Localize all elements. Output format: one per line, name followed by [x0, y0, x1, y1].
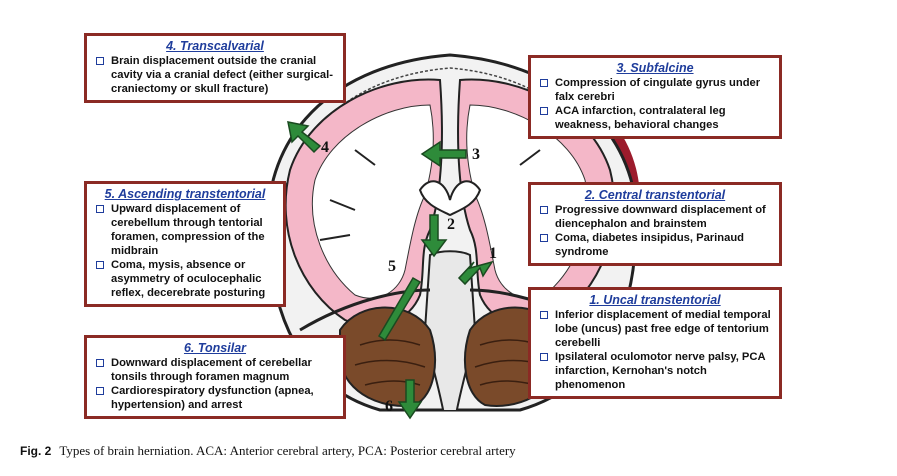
uncal-item-1: Inferior displacement of medial temporal…: [539, 308, 771, 350]
subfalcine-item-1: Compression of cingulate gyrus under fal…: [539, 76, 771, 104]
arrow-5: [377, 276, 422, 342]
label-5: 5: [388, 258, 396, 275]
uncal-item-2: Ipsilateral oculomotor nerve palsy, PCA …: [539, 350, 771, 392]
tonsilar-title: 6. Tonsilar: [183, 341, 247, 355]
subfalcine-item-2: ACA infarction, contralateral leg weakne…: [539, 104, 771, 132]
central-transtentorial-box: 2. Central transtentorial Progressive do…: [528, 182, 782, 266]
arrow-6: [397, 379, 423, 420]
label-6: 6: [385, 398, 393, 415]
tonsilar-item-2: Cardiorespiratory dysfunction (apnea, hy…: [95, 384, 335, 412]
uncal-transtentorial-box: 1. Uncal transtentorial Inferior displac…: [528, 287, 782, 399]
arrow-1: [457, 260, 494, 286]
central-item-1: Progressive downward displacement of die…: [539, 203, 771, 231]
arrow-2: [420, 214, 448, 258]
ascending-title: 5. Ascending transtentorial: [104, 187, 266, 201]
tonsilar-item-1: Downward displacement of cerebellar tons…: [95, 356, 335, 384]
subfalcine-box: 3. Subfalcine Compression of cingulate g…: [528, 55, 782, 139]
uncal-title: 1. Uncal transtentorial: [589, 293, 721, 307]
subfalcine-title: 3. Subfalcine: [616, 61, 694, 75]
ascending-item-2: Coma, mysis, absence or asymmetry of ocu…: [95, 258, 275, 300]
transcalvarial-title: 4. Transcalvarial: [166, 39, 264, 53]
figure-caption: Fig. 2 Types of brain herniation. ACA: An…: [20, 443, 516, 459]
brain-illustration: [266, 53, 640, 420]
central-title: 2. Central transtentorial: [584, 188, 726, 202]
ascending-item-1: Upward displacement of cerebellum throug…: [95, 202, 275, 258]
label-4: 4: [321, 139, 329, 156]
central-item-2: Coma, diabetes insipidus, Parinaud syndr…: [539, 231, 771, 259]
arrow-4: [287, 121, 322, 154]
caption-label: Fig. 2: [20, 444, 52, 458]
caption-text: Types of brain herniation. ACA: Anterior…: [59, 443, 516, 458]
transcalvarial-box: 4. Transcalvarial Brain displacement out…: [84, 33, 346, 103]
label-2: 2: [447, 216, 455, 233]
transcalvarial-item-1: Brain displacement outside the cranial c…: [95, 54, 335, 96]
ascending-transtentorial-box: 5. Ascending transtentorial Upward displ…: [84, 181, 286, 307]
herniation-arrows: [287, 121, 494, 420]
arrow-3: [420, 140, 467, 168]
ventricles: [418, 180, 482, 217]
label-3: 3: [472, 146, 480, 163]
tonsilar-box: 6. Tonsilar Downward displacement of cer…: [84, 335, 346, 419]
label-1: 1: [489, 245, 497, 262]
